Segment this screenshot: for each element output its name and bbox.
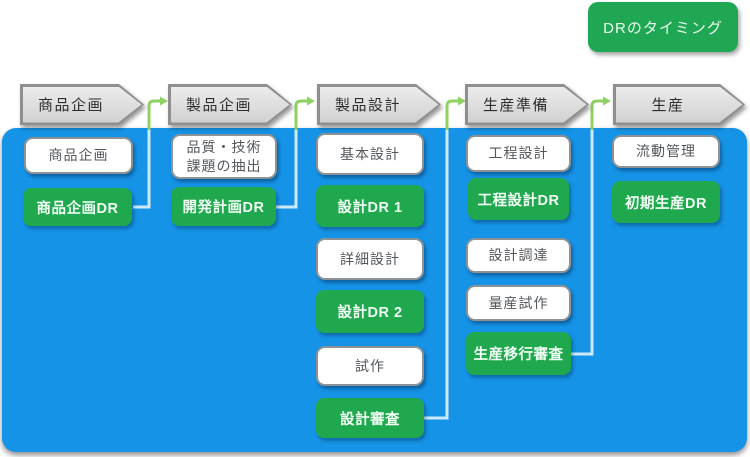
legend-badge: DRのタイミング — [588, 2, 738, 52]
phase-4-task-3: 量産試作 — [466, 285, 571, 321]
phase-arrow-4-shape: 生産準備 — [465, 84, 589, 125]
phase-4-dr-1: 工程設計DR — [468, 178, 569, 220]
phase-5-dr-1: 初期生産DR — [612, 181, 720, 223]
phase-arrow-5: 生産 — [613, 84, 745, 125]
phase-4-task-2: 設計調達 — [466, 238, 571, 273]
junction-arrowhead-1 — [160, 96, 168, 106]
junction-arrow-4 — [590, 99, 603, 130]
phase-arrow-4: 生産準備 — [465, 84, 589, 125]
phase-arrow-4-label: 生産準備 — [482, 97, 549, 114]
phase-arrow-2: 製品企画 — [168, 84, 292, 125]
phase-arrow-3: 製品設計 — [317, 84, 441, 125]
junction-arrowhead-4 — [603, 96, 611, 106]
phase-1-task-1: 商品企画 — [24, 137, 133, 174]
phase-3-dr-3: 設計審査 — [316, 398, 424, 438]
junction-arrow-1 — [147, 99, 160, 130]
phase-arrow-3-shape: 製品設計 — [317, 84, 441, 125]
phase-1-dr-1: 商品企画DR — [23, 188, 132, 226]
phase-arrow-1: 商品企画 — [20, 84, 144, 125]
phase-arrow-2-label: 製品企画 — [185, 97, 252, 114]
junction-arrow-2 — [294, 99, 307, 130]
phase-arrow-2-shape: 製品企画 — [168, 84, 292, 125]
junction-arrowhead-2 — [307, 96, 315, 106]
phase-arrow-1-label: 商品企画 — [37, 97, 104, 114]
phase-arrow-3-label: 製品設計 — [334, 97, 401, 114]
phase-3-dr-2: 設計DR 2 — [316, 290, 424, 333]
phase-4-task-1: 工程設計 — [466, 135, 571, 172]
phase-2-task-1: 品質・技術 課題の抽出 — [171, 134, 277, 179]
phase-arrow-5-shape: 生産 — [613, 84, 745, 125]
phase-2-dr-1: 開発計画DR — [171, 187, 276, 226]
phase-3-task-3: 試作 — [316, 346, 424, 386]
phase-3-dr-1: 設計DR 1 — [316, 185, 424, 227]
phase-3-task-1: 基本設計 — [316, 133, 424, 175]
phase-4-dr-2: 生産移行審査 — [466, 332, 571, 375]
junction-arrow-3 — [445, 99, 458, 130]
phase-arrow-1-shape: 商品企画 — [20, 84, 144, 125]
phase-3-task-2: 詳細設計 — [316, 238, 424, 280]
phase-arrow-5-label: 生産 — [651, 97, 685, 114]
phase-5-task-1: 流動管理 — [612, 135, 720, 168]
